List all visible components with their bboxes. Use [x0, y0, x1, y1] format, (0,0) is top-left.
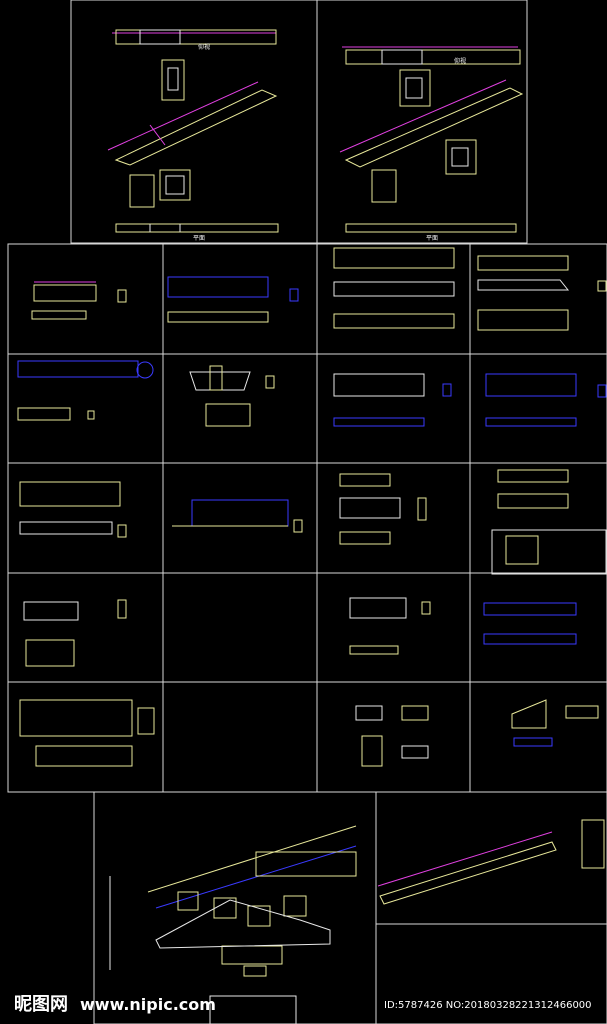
watermark-id: ID:5787426 NO:20180328221312466000: [384, 1000, 592, 1011]
cell-r3c3: [339, 473, 427, 545]
watermark-brand: 昵图网: [14, 994, 68, 1015]
cell-r2c3: [333, 373, 452, 427]
top-left-beam: [107, 59, 278, 208]
cell-r1c1: [31, 281, 127, 320]
watermark-url: www.nipic.com: [80, 995, 216, 1014]
top-right-panel: [316, 0, 528, 244]
cell-r4c3: [349, 597, 431, 655]
bottom-right-panel: [375, 791, 607, 1024]
cell-r1c4: [477, 255, 607, 331]
cell-r4c4: [483, 602, 577, 645]
cell-r5c1: [19, 699, 155, 767]
cell-r4c1: [23, 599, 127, 667]
cell-r5c3: [355, 705, 429, 767]
top-right-plan-label: 平面: [426, 235, 438, 242]
cell-r2c4: [485, 373, 607, 427]
bottom-right-slope-beam: [377, 819, 605, 905]
top-left-plan-label: 平面: [193, 235, 205, 242]
top-right-plan: [345, 223, 517, 233]
cell-r1c2: [167, 276, 299, 323]
cell-r2c2: [189, 365, 275, 427]
cell-r5c4: [511, 699, 599, 747]
cell-r2c1: [17, 360, 154, 421]
cell-r3c4: [491, 469, 607, 575]
top-left-elevation: [112, 29, 277, 45]
cell-r3c2: [172, 499, 303, 533]
cell-r3c1: [19, 481, 127, 538]
top-right-view-label: 仰视: [454, 57, 466, 65]
top-left-plan: [115, 223, 279, 233]
cell-r1c3: [333, 247, 455, 329]
top-right-elevation: [342, 46, 521, 65]
bottom-left-assembly: [109, 825, 357, 1024]
top-right-beam: [339, 69, 524, 203]
top-left-view-label: 仰视: [198, 43, 210, 51]
